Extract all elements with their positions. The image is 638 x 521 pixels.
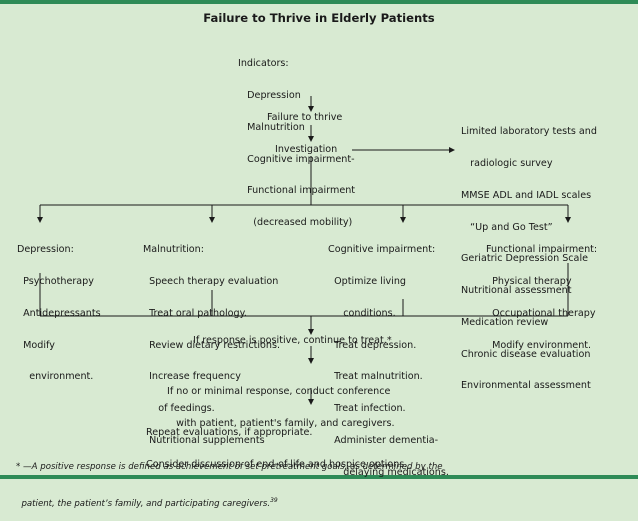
assessments-block: Limited laboratory tests and radiologic …	[461, 106, 597, 403]
minimal-response-line: If no or minimal response, conduct confe…	[167, 386, 391, 398]
assessment-item: Environmental assessment	[461, 380, 591, 392]
flowchart-connectors	[37, 96, 571, 405]
branch-item: Occupational therapy	[486, 307, 596, 319]
assessment-item: MMSE ADL and IADL scales	[461, 189, 592, 201]
assessment-item: Limited laboratory tests and	[461, 126, 597, 138]
assessment-item: Medication review	[461, 316, 549, 328]
assessment-item: radiologic survey	[461, 157, 553, 169]
footnote-line: * —A positive response is defined as ach…	[16, 462, 443, 472]
branch-heading: Depression:	[17, 244, 74, 256]
branch-item: environment.	[17, 371, 94, 383]
branch-cognitive: Cognitive impairment: Optimize living co…	[328, 224, 449, 489]
assessment-item: Chronic disease evaluation	[461, 348, 591, 360]
branch-item: delaying medications.	[328, 466, 449, 478]
branch-heading: Cognitive impairment:	[328, 244, 436, 256]
branch-item: Nutritional supplements	[143, 434, 265, 446]
branch-item: Physical therapy	[486, 275, 572, 287]
indicator-functional-note: (decreased mobility)	[238, 217, 353, 229]
repeat-line: Repeat evaluations, if appropriate.	[146, 427, 313, 439]
failure-to-thrive-node: Failure to thrive	[267, 112, 343, 123]
minimal-response-node: If no or minimal response, conduct confe…	[167, 366, 395, 440]
branch-item: conditions.	[328, 307, 396, 319]
branch-item: Treat infection.	[328, 403, 406, 415]
indicator-cognitive: Cognitive impairment-	[238, 153, 355, 165]
indicators-heading: Indicators:	[238, 58, 289, 70]
footnote: * —A positive response is defined as ach…	[16, 440, 443, 521]
assessment-item: “Up and Go Test”	[461, 221, 553, 233]
branch-heading: Functional impairment:	[486, 244, 598, 256]
assessment-item: Nutritional assessment	[461, 285, 572, 297]
indicator-malnutrition: Malnutrition	[238, 121, 305, 133]
branch-item: Modify environment.	[486, 339, 592, 351]
branch-item: Antidepressants	[17, 307, 101, 319]
repeat-evaluations-node: Repeat evaluations, if appropriate. Cons…	[146, 407, 407, 481]
branch-depression: Depression: Psychotherapy Antidepressant…	[17, 224, 101, 394]
footnote-reference: 39	[270, 497, 278, 504]
top-border	[0, 0, 638, 4]
repeat-line: Consider discussion of end-of-life and h…	[146, 458, 408, 470]
branch-item: Treat malnutrition.	[328, 371, 423, 383]
branch-item: Optimize living	[328, 275, 407, 287]
branch-item: Treat depression.	[328, 339, 417, 351]
bottom-border	[0, 475, 638, 479]
branch-item: Review dietary restrictions.	[143, 339, 281, 351]
branch-heading: Malnutrition:	[143, 244, 204, 256]
footnote-line: patient, the patient’s family, and parti…	[16, 497, 278, 509]
investigation-node: Investigation	[275, 144, 338, 155]
branch-item: Speech therapy evaluation	[143, 275, 279, 287]
indicator-functional: Functional impairment	[238, 185, 356, 197]
branch-item: of feedings.	[143, 403, 215, 415]
branch-item: Modify	[17, 339, 55, 351]
indicator-depression: Depression	[238, 89, 301, 101]
branch-functional: Functional impairment: Physical therapy …	[486, 224, 597, 362]
positive-response-node: If response is positive, continue to tre…	[193, 335, 392, 346]
indicators-block: Indicators: Depression Malnutrition Cogn…	[238, 38, 355, 239]
branch-item: Treat oral pathology.	[143, 307, 247, 319]
assessment-item: Geriatric Depression Scale	[461, 253, 589, 265]
diagram-title: Failure to Thrive in Elderly Patients	[203, 11, 435, 25]
branch-item: Psychotherapy	[17, 275, 94, 287]
branch-item: Increase frequency	[143, 371, 241, 383]
minimal-response-line: with patient, patient's family, and care…	[167, 417, 395, 429]
branch-item: Administer dementia-	[328, 434, 439, 446]
branch-malnutrition: Malnutrition: Speech therapy evaluation …	[143, 224, 280, 457]
